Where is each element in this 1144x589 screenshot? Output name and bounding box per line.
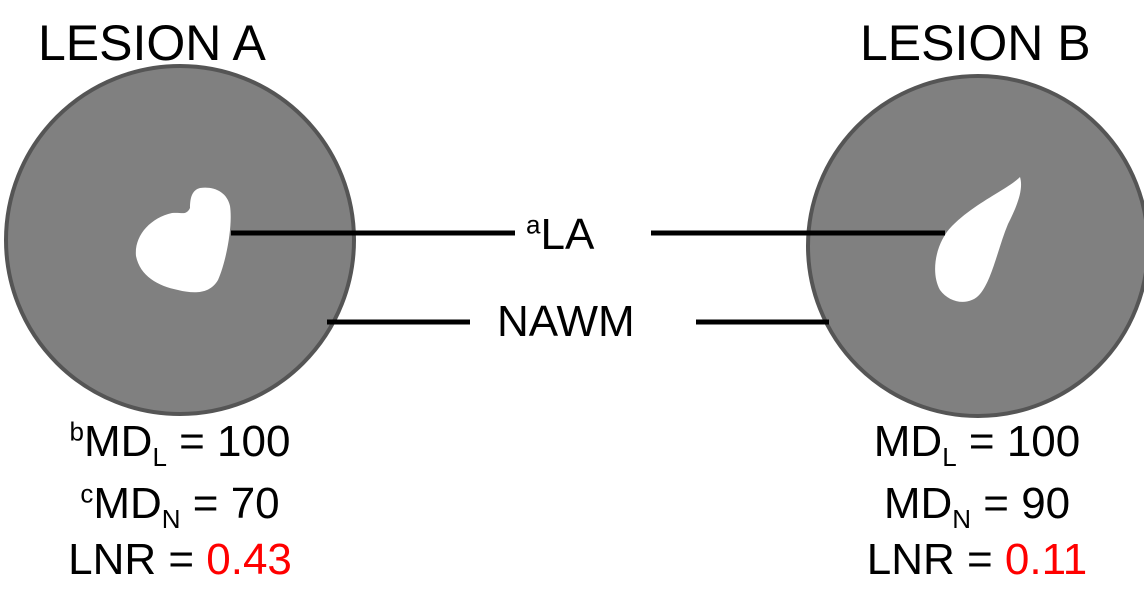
md-l-value: = 100 bbox=[166, 417, 291, 466]
lesion-a-title: LESION A bbox=[38, 15, 266, 71]
md-n-name: MD bbox=[883, 479, 953, 528]
md-n-footnote-marker: c bbox=[80, 478, 94, 509]
lnr-value: 0.43 bbox=[206, 535, 292, 584]
md-n-value: = 90 bbox=[971, 479, 1071, 528]
nawm-label: NAWM bbox=[497, 297, 635, 346]
lesion-b-lnr: LNR = 0.11 bbox=[827, 538, 1127, 582]
lesion-a-lesion-shape bbox=[135, 187, 231, 293]
md-l-footnote-marker: b bbox=[69, 416, 84, 447]
lesion-a-md-n: cMDN = 70 bbox=[30, 479, 330, 531]
lesion-b-md-n: MDN = 90 bbox=[827, 479, 1127, 532]
lesion-b-lesion-shape bbox=[935, 177, 1022, 302]
lesion-b-title: LESION B bbox=[860, 15, 1091, 71]
md-n-name: MD bbox=[93, 479, 162, 528]
md-l-subscript: L bbox=[942, 441, 957, 472]
la-footnote-marker: a bbox=[526, 209, 541, 240]
lesion-a-lnr: LNR = 0.43 bbox=[30, 538, 330, 582]
md-n-value: = 70 bbox=[180, 479, 280, 528]
md-n-subscript: N bbox=[161, 503, 181, 534]
lnr-label: LNR = bbox=[68, 535, 207, 584]
lnr-label: LNR = bbox=[866, 535, 1005, 584]
md-l-name: MD bbox=[84, 417, 153, 466]
la-text: LA bbox=[540, 210, 595, 259]
lnr-value: 0.11 bbox=[1004, 535, 1088, 584]
md-l-name: MD bbox=[873, 417, 943, 466]
lesion-a-md-l: bMDL = 100 bbox=[30, 417, 330, 469]
md-l-subscript: L bbox=[152, 441, 167, 472]
md-l-value: = 100 bbox=[956, 417, 1081, 466]
md-n-subscript: N bbox=[952, 503, 972, 534]
lesion-b-md-l: MDL = 100 bbox=[827, 417, 1127, 470]
la-label: aLA bbox=[526, 210, 595, 259]
